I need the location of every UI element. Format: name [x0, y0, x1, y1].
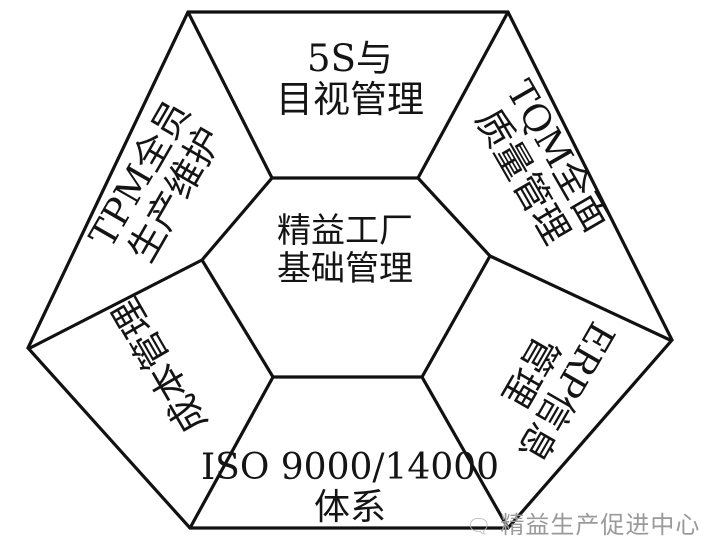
divider-bottom-right — [420, 376, 510, 529]
center-line-2: 基础管理 — [277, 249, 413, 290]
segment-bottom-line-2: 体系 — [313, 487, 386, 529]
segment-bottom-line-1: ISO 9000/14000 — [200, 447, 500, 488]
watermark-text: 精益生产促进中心 — [500, 511, 701, 539]
watermark: 🗨 精益生产促进中心 — [466, 505, 700, 540]
divider-bottom-left — [188, 376, 275, 529]
divider-left — [29, 258, 203, 350]
divider-top-left — [186, 11, 274, 179]
center-label: 精益工厂 基础管理 — [265, 212, 425, 288]
segment-iso-system: ISO 9000/14000 体系 — [200, 447, 500, 529]
segment-top-line-1: 5S与 — [307, 37, 393, 80]
center-line-1: 精益工厂 — [277, 211, 413, 251]
divider-right — [489, 254, 671, 342]
segment-top-line-2: 目视管理 — [276, 78, 424, 122]
divider-top-right — [416, 11, 510, 179]
wechat-icon: 🗨 — [466, 514, 493, 538]
segment-5s-visual-management: 5S与 目视管理 — [250, 38, 450, 121]
